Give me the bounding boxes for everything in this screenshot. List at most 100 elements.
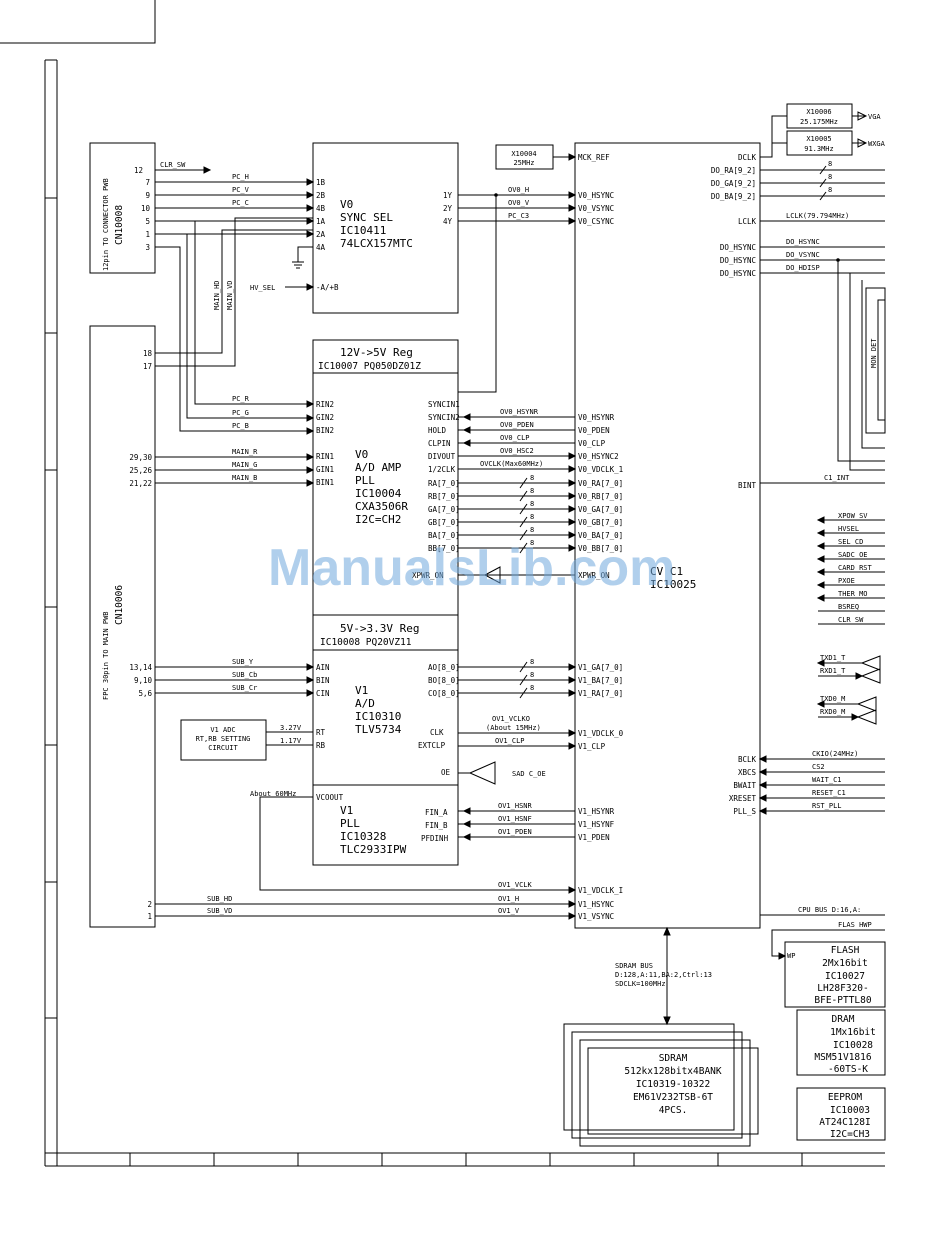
v1-ad-pin: CIN (316, 689, 330, 698)
ad-amp-line: V0 (355, 448, 368, 461)
bus-width: 8 (530, 539, 534, 547)
main-ic-left-pin: XPWR_ON (578, 571, 610, 580)
ad-amp-pin: SYNCIN2 (428, 413, 460, 422)
adc-set-line: CIRCUIT (208, 744, 238, 752)
ad-amp-pin: RA[7_0] (428, 479, 460, 488)
ad-amp-line: A/D AMP (355, 461, 402, 474)
sdram-bus-line: SDRAM BUS (615, 962, 653, 970)
v1-ad-line: V1 (355, 684, 368, 697)
v1-pll-line: TLC2933IPW (340, 843, 407, 856)
bus-width: 8 (530, 500, 534, 508)
ad-amp-pin: GIN2 (316, 413, 334, 422)
main-ic-line: IC10025 (650, 578, 696, 591)
sub-y-label: SUB_Y (232, 658, 254, 666)
main-ic-right-pin: DO_GA[9_2] (711, 179, 756, 188)
uart-label: TXD0_M (820, 695, 845, 703)
ov0-pden-label: OV0_PDEN (500, 421, 534, 429)
eeprom-line: IC10003 (830, 1105, 870, 1116)
bus-slash (519, 674, 528, 686)
sdram-bus: SDRAM BUS D:128,A:11,BA:2,Ctrl:13 SDCLK=… (615, 926, 712, 1026)
ad-amp-line: CXA3506R (355, 500, 408, 513)
ad-amp-pin: SYNCIN1 (428, 400, 460, 409)
sub-hd-label: SUB_HD (207, 895, 232, 903)
cn10006-pin: 13,14 (129, 663, 152, 672)
ov1-v-label: OV1_V (498, 907, 520, 915)
dram-memory: DRAM 1Mx16bit IC10028 MSM51V1816 -60TS-K (796, 1009, 886, 1076)
main-ic-right-pin: DO_RA[9_2] (711, 166, 756, 175)
v1-pll-pin: FIN_B (425, 821, 448, 830)
clr-sw-label: CLR_SW (160, 161, 186, 169)
cn10006-name: FPC 30pin TO MAIN PWB (102, 611, 110, 700)
main-g-label: MAIN_G (232, 461, 257, 469)
ad-amp-pin: 1/2CLK (428, 465, 456, 474)
sync-sel-pin: 4Y (443, 217, 453, 226)
uart-buffers: TXD1_T RXD1_T TXD0_M RXD0_M (816, 654, 881, 725)
flash-memory: FLASH 2Mx16bit IC10027 LH28F320- BFE-PTT… (784, 941, 886, 1008)
main-ic-left-pin: V0_HSYNC2 (578, 452, 619, 461)
arrowhead (568, 544, 577, 552)
ad-amp-pin: BIN1 (316, 478, 334, 487)
main-ic-left-pin: V1_HSYNF (578, 820, 615, 829)
main-b-label: MAIN_B (232, 474, 257, 482)
pc-c3-label: PC_C3 (508, 212, 529, 220)
v1-ad-pin: AIN (316, 663, 330, 672)
main-ic-left-pin: V0_HSYNC (578, 191, 614, 200)
bus-slash (519, 661, 528, 673)
main-ic-left-pins: MCK_REFV0_HSYNCV0_VSYNCV0_CSYNCV0_HSYNRV… (578, 153, 624, 921)
main-ic-right-pin: DO_HSYNC (720, 256, 756, 265)
main-ic-left-pin: V1_PDEN (578, 833, 610, 842)
pc-v-label: PC_V (232, 186, 250, 194)
dram-line: IC10028 (833, 1040, 873, 1051)
cn10006-pin: 9,10 (134, 676, 153, 685)
ov0-v-label: OV0_V (508, 199, 530, 207)
ad-amp-pin: RIN1 (316, 452, 334, 461)
oscillator-x10006: X10006 25.175MHz VGA (786, 103, 881, 129)
sdram-bus-line: SDCLK=100MHz (615, 980, 666, 988)
sync-sel-line: SYNC SEL (340, 211, 393, 224)
ckio-label: CKIO(24MHz) (812, 750, 858, 758)
arrowhead (816, 555, 825, 563)
eeprom-line: EEPROM (828, 1092, 863, 1103)
arrowhead (816, 516, 825, 524)
main-ic-left-pin: V0_CSYNC (578, 217, 614, 226)
sync-sel-pin: 1B (316, 178, 326, 187)
arrowhead (816, 594, 825, 602)
eeprom-line: I2C=CH3 (830, 1129, 870, 1140)
x10006-ref: X10006 (806, 108, 831, 116)
bus-width: 8 (828, 186, 832, 194)
arrowhead (568, 689, 577, 697)
middle-nets: OV0_H OV0_V PC_C3 OV0_HSYNR OV0_PDEN OV0… (458, 186, 577, 915)
main-ic-right-pins: DCLKDO_RA[9_2]DO_GA[9_2]DO_BA[9_2]LCLKDO… (711, 153, 757, 816)
bus-width: 8 (828, 160, 832, 168)
bus-width: 8 (828, 173, 832, 181)
c1-int-label: C1_INT (824, 474, 850, 482)
bus-slash (519, 542, 528, 554)
sync-sel-ic: V0 SYNC SEL IC10411 74LCX157MTC 1B 2B 4B… (312, 142, 459, 314)
main-ic-right-pin: DO_HSYNC (720, 269, 756, 278)
main-ic-right-pin: XBCS (738, 768, 757, 777)
about-15mhz-label: (About 15MHz) (486, 724, 541, 732)
ad-amp-line: I2C=CH2 (355, 513, 401, 526)
main-ic-left-pin: V0_RA[7_0] (578, 479, 623, 488)
main-ic-left-pin: V0_BB[7_0] (578, 544, 623, 553)
main-vd-label: MAIN_VD (226, 280, 234, 310)
x10005-ref: X10005 (806, 135, 831, 143)
x10004-ref: X10004 (511, 150, 536, 158)
sdram-bus-line: D:128,A:11,BA:2,Ctrl:13 (615, 971, 712, 979)
main-ic-left-pin: V1_VSYNC (578, 912, 614, 921)
sdram-line: IC10319-10322 (636, 1079, 710, 1090)
bus-slash (519, 687, 528, 699)
ovclk-label: OVCLK(Max60MHz) (480, 460, 543, 468)
main-ic-left-pin: V0_PDEN (578, 426, 610, 435)
reset-c1-label: RESET_C1 (812, 789, 846, 797)
v1-pll-pin: FIN_A (425, 808, 448, 817)
ad-amp-pin: GIN1 (316, 465, 334, 474)
main-ic-left-pin: MCK_REF (578, 153, 610, 162)
right-signal-label: PXOE (838, 577, 855, 585)
v1-ad-pin: OE (441, 768, 451, 777)
bus-slash (519, 529, 528, 541)
reg12-title: 12V->5V Reg (340, 346, 413, 359)
v1-ad-line: IC10310 (355, 710, 401, 723)
